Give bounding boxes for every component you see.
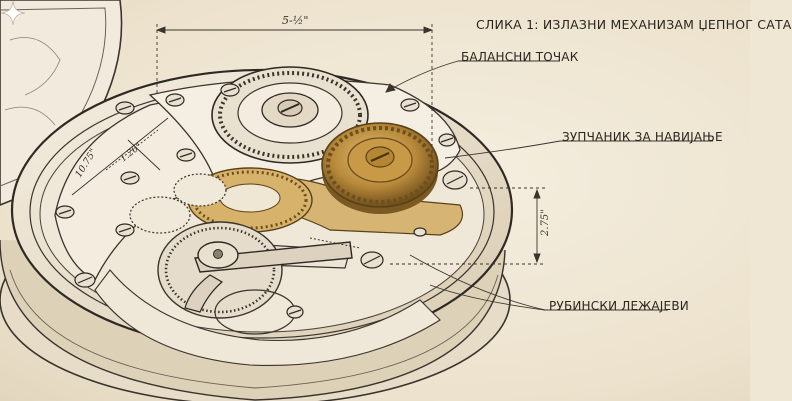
balance-wheel [211, 66, 369, 164]
sparkle-icon [0, 0, 26, 26]
callout-jewel-bearings: РУБИНСКИ ЛЕЖАЈЕВИ [549, 299, 689, 313]
escapement [157, 221, 361, 335]
dim-height-label: 2.75" [540, 209, 551, 237]
figure-title: СЛИКА 1: ИЗЛАЗНИ МЕХАНИЗАМ ЏЕПНОГ САТА [476, 17, 792, 32]
train-gears [129, 167, 313, 234]
dimension-lines [71, 24, 545, 265]
dim-width-label: 5-½" [282, 14, 308, 27]
callout-balance-wheel: БАЛАНСНИ ТОЧАК [461, 50, 579, 64]
watch-illustration: 5-½" 2.75" 10.75" 1.26" [0, 0, 713, 401]
callout-winding-gear: ЗУПЧАНИК ЗА НАВИЈАЊЕ [562, 130, 723, 144]
winding-gear [321, 122, 439, 214]
screws [55, 83, 468, 319]
callout-leaders [385, 60, 713, 311]
